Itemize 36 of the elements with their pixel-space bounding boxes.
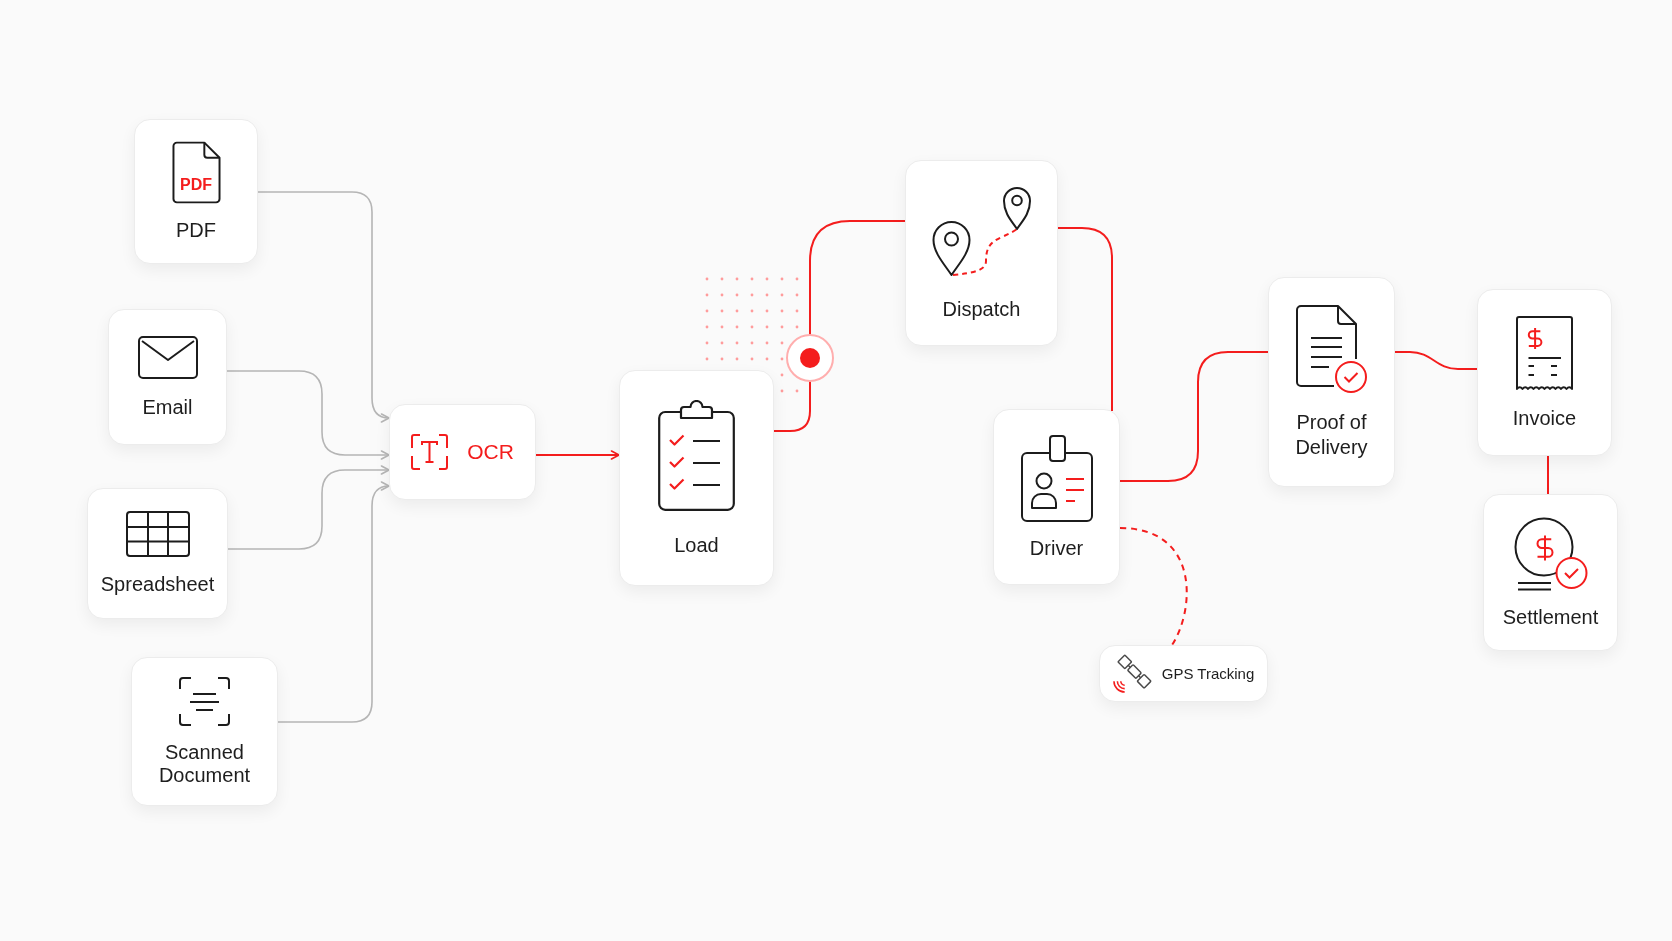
node-label: Scanned Document (157, 740, 252, 787)
node-label: Invoice (1512, 405, 1577, 430)
connector-line (1119, 351, 1269, 482)
node-label: Spreadsheet (100, 572, 215, 596)
file-type-label: PDF (180, 175, 212, 195)
node-label: Driver (1029, 535, 1084, 560)
arrow (257, 191, 390, 423)
source-card (87, 488, 228, 619)
step-card (1477, 289, 1612, 456)
node-label: Settlement (1502, 604, 1599, 629)
node-label: Dispatch (942, 296, 1021, 321)
connector-line (1547, 455, 1549, 495)
step-card (905, 160, 1058, 346)
arrow (227, 465, 390, 550)
tracking-chip (1099, 645, 1268, 702)
dashed-connector (1119, 527, 1188, 646)
step-card (619, 370, 774, 586)
step-card (993, 409, 1120, 585)
source-card (134, 119, 258, 264)
node-label: Email (142, 394, 193, 419)
arrow (535, 450, 620, 460)
source-card (108, 309, 227, 445)
step-card (1268, 277, 1395, 487)
node-label: Proof of Delivery (1294, 409, 1369, 460)
ocr-card (389, 404, 536, 500)
step-card (1483, 494, 1618, 651)
connector-line (773, 220, 906, 432)
connector-line (1057, 227, 1113, 412)
node-label: Load (674, 532, 719, 557)
arrow (226, 370, 390, 460)
step-label: GPS Tracking (1161, 663, 1255, 684)
source-card (131, 657, 278, 806)
arrow (277, 481, 390, 723)
node-label: PDF (176, 218, 216, 242)
step-label: OCR (467, 439, 514, 465)
connector-line (1394, 351, 1478, 370)
